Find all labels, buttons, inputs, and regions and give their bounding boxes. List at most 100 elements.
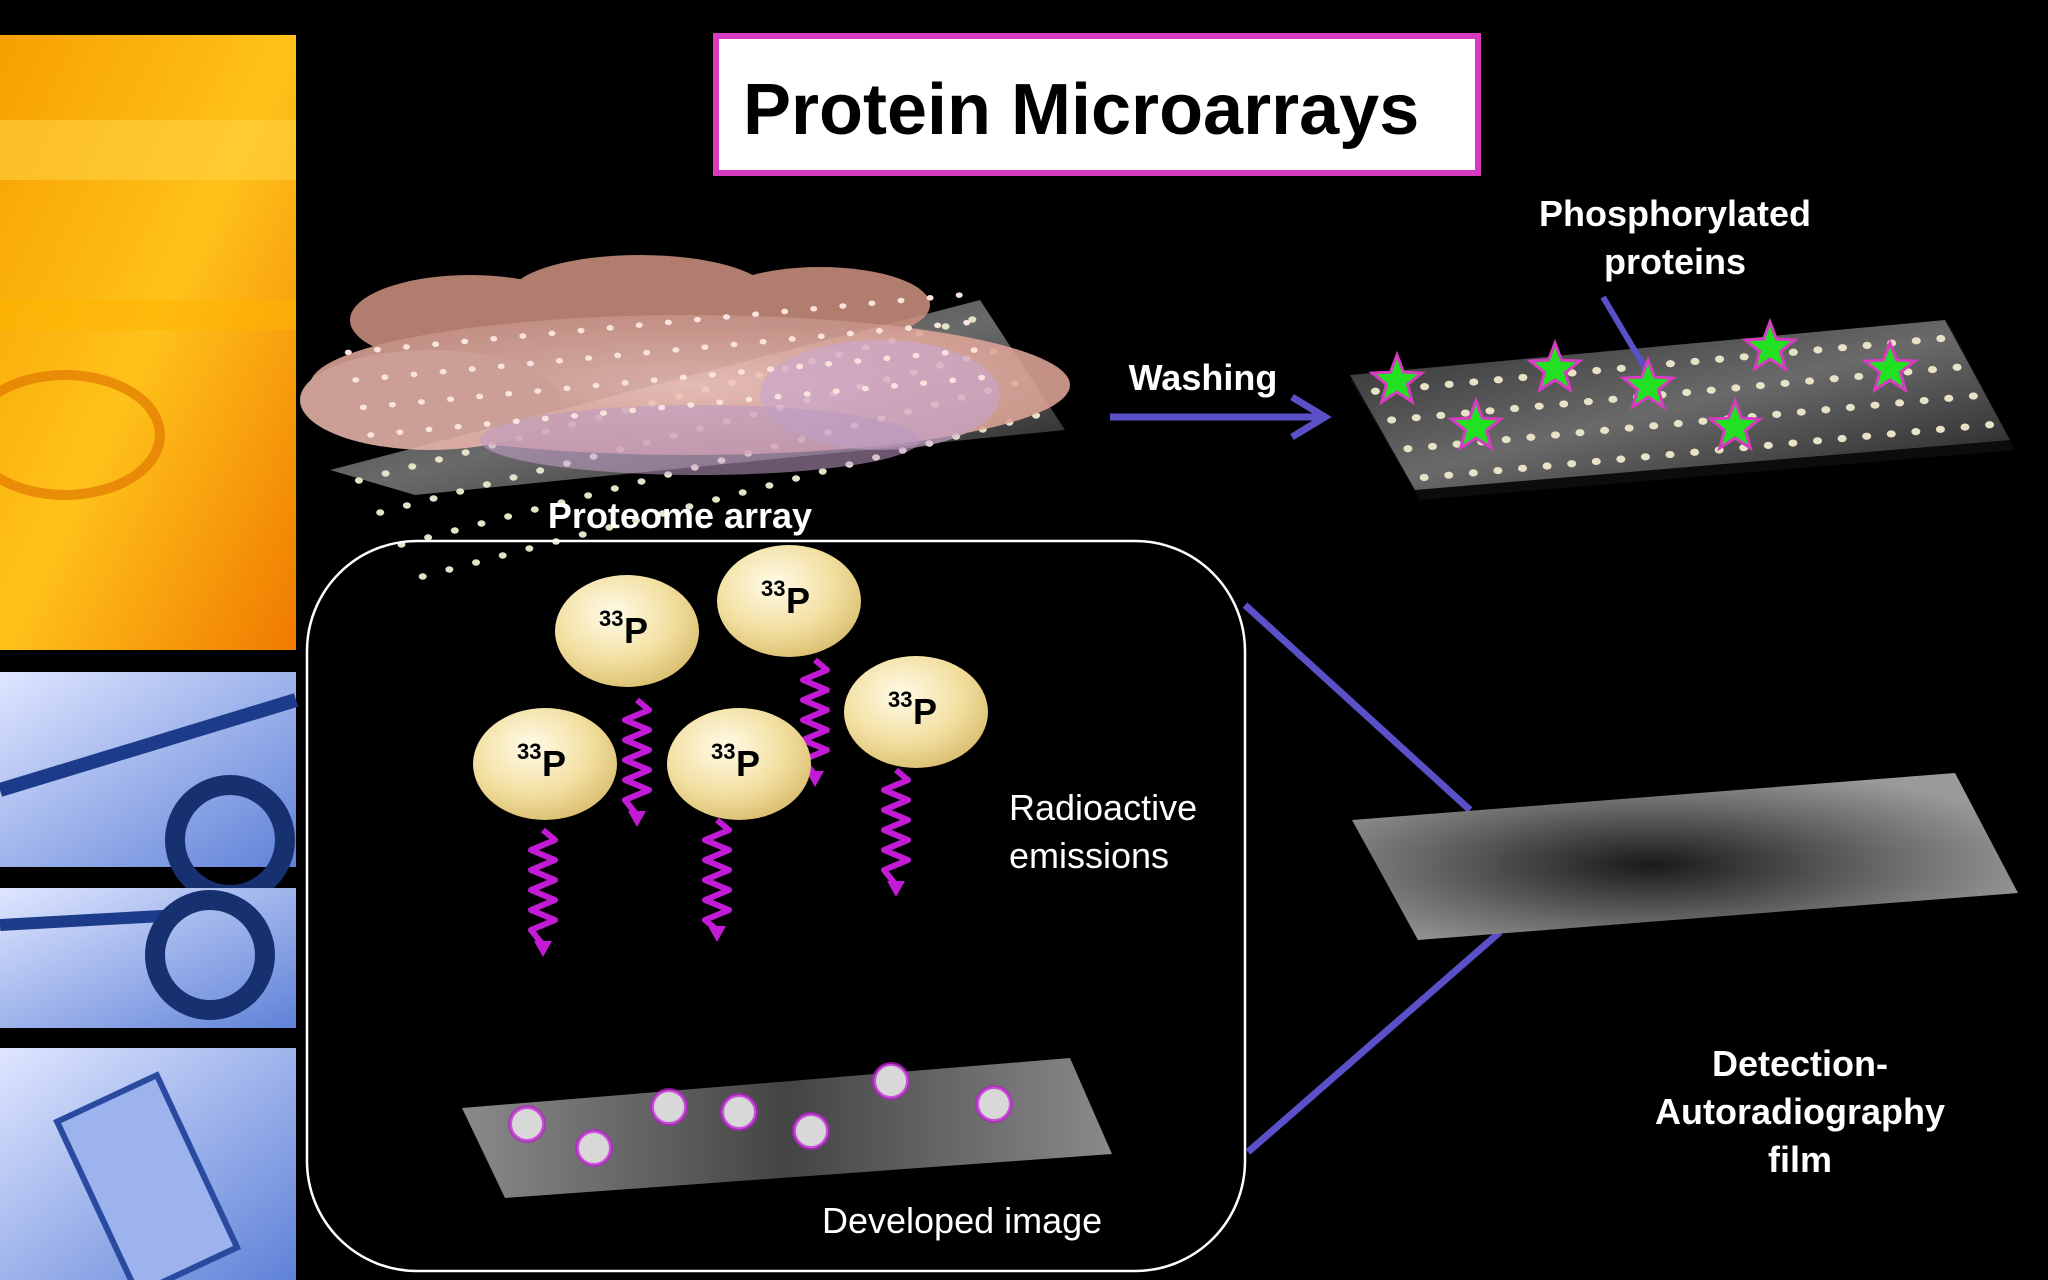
array-spot [504,513,513,520]
array-spot [1510,404,1520,413]
array-spot [658,510,667,517]
array-spot [1665,450,1675,459]
array-spot [584,492,593,499]
isotope-mass-number: 33 [599,606,623,631]
array-spot [468,366,476,372]
array-spot [832,388,840,395]
array-spot [781,308,789,315]
array-spot [483,421,491,427]
array-spot [968,316,977,323]
array-spot [1616,455,1626,463]
phosphorylated-slide [1350,295,2015,500]
title-box: Protein Microarrays [713,33,1481,176]
array-spot [818,468,827,475]
array-spot [1845,403,1855,412]
array-spot [381,374,389,380]
emission-arrowhead [628,811,646,827]
array-spot [1575,429,1585,437]
connector-line-bottom [1245,929,1503,1155]
array-spot [1690,448,1700,456]
array-spot [541,415,549,422]
array-spot [716,399,724,405]
array-spot [557,499,566,506]
array-spot [476,393,484,400]
emission-wave [800,657,830,777]
isotope-mass-number: 33 [711,739,735,764]
array-spot [439,368,447,375]
array-spot [1698,417,1708,425]
emission-wave [622,697,652,817]
emission-wave [702,817,732,933]
array-spot [672,347,680,353]
array-spot [1870,401,1880,409]
array-spot [376,509,385,516]
emission-arrowhead [887,881,905,897]
array-spot [1387,416,1397,424]
array-spot [373,346,381,353]
array-spot [526,360,534,367]
array-spot [497,363,505,370]
isotope-mass-number: 33 [761,576,785,601]
emission-panel [305,539,1247,1273]
array-spot [1444,380,1454,388]
array-spot [1608,395,1618,403]
array-spot [745,396,753,403]
array-spot [1796,408,1806,416]
array-spot [687,402,695,408]
array-spot [825,360,833,367]
array-spot [890,382,898,389]
isotope-symbol: P [736,743,760,784]
array-spot [477,520,486,527]
array-spot [454,423,462,430]
array-spot [600,410,608,416]
array-spot [1935,425,1945,433]
array-spot [445,566,454,573]
array-spot [610,485,619,492]
phosphorylated-star [1706,396,1764,452]
array-spot [712,496,721,503]
array-spot [839,303,847,309]
array-spot [817,333,825,340]
array-spot [1640,453,1650,461]
array-spot [767,366,775,373]
array-spot [905,325,913,331]
phosphorylated-star [1861,338,1919,394]
array-spot [1567,460,1577,468]
array-spot [941,350,949,356]
array-spot [402,344,410,350]
array-spot [1469,378,1479,386]
connector-line-top [1242,602,1473,813]
isotope-symbol: P [913,691,937,732]
array-spot [774,393,782,400]
array-spot [1739,353,1749,361]
page-title: Protein Microarrays [743,70,1420,150]
array-spot [417,399,425,405]
array-spot [629,407,637,414]
array-spot [1838,344,1847,352]
array-spot [512,418,520,425]
radioactive-line2: emissions [1009,835,1170,876]
array-spot [1952,363,1962,371]
developed-image-label: Developed image [822,1200,1103,1241]
array-spot [1493,376,1503,384]
array-spot [456,488,465,495]
array-spot [605,524,614,531]
array-spot [585,355,593,361]
array-spot [578,531,587,538]
array-spot [1403,445,1413,453]
array-spot [429,495,438,502]
array-spot [461,449,470,456]
proteome-array-slide [300,255,1070,580]
array-spot [1805,377,1815,385]
array-spot [1911,428,1921,436]
array-spot [1673,419,1683,428]
array-spot [643,349,651,356]
isotope-mass-number: 33 [517,739,541,764]
array-spot [934,322,942,329]
array-spot [708,371,716,378]
array-spot [1559,400,1569,408]
array-spot [1526,433,1536,441]
array-spot [635,322,643,328]
array-spot [1420,383,1430,391]
